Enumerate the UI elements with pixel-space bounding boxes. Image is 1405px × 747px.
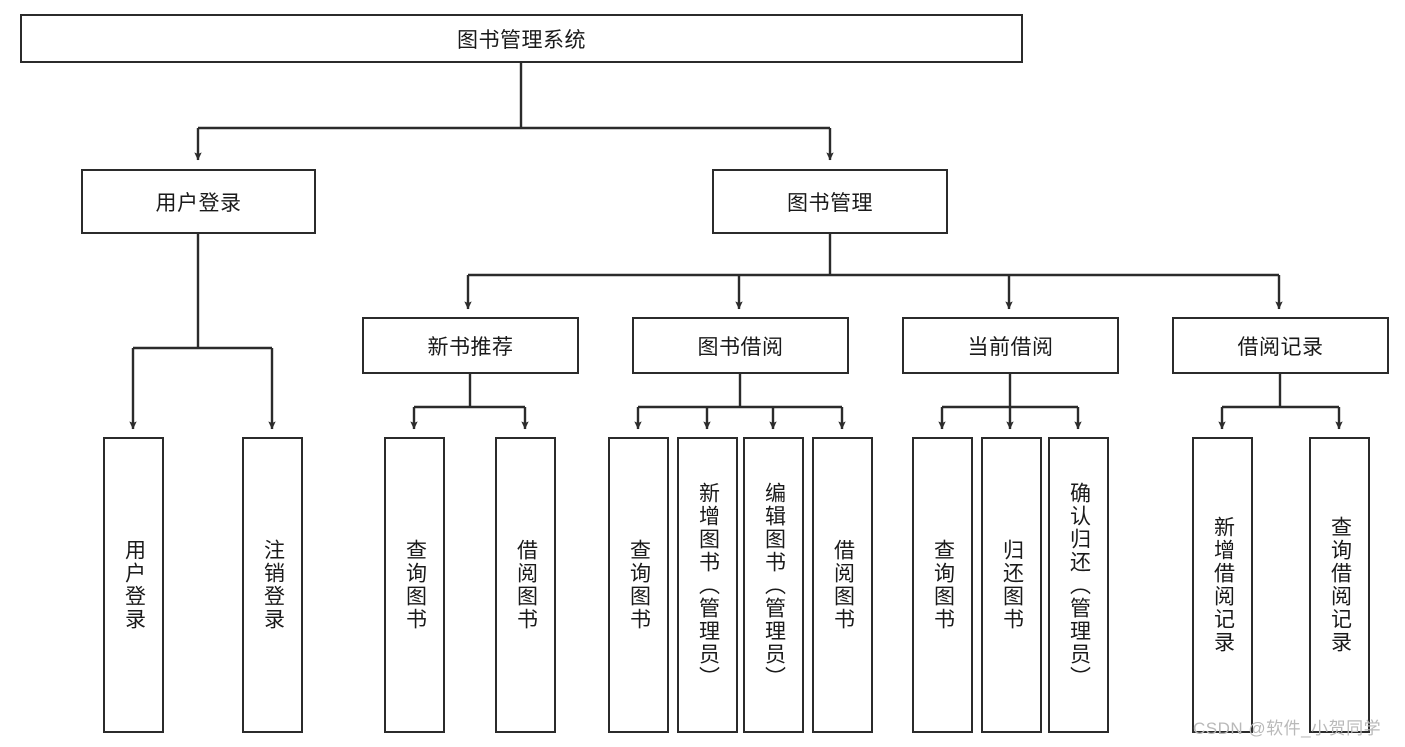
node-label: 确认归还（管理员）	[1067, 481, 1091, 689]
node-label: 查询图书	[403, 539, 427, 631]
node-label: 查询图书	[931, 539, 955, 631]
node-user-login[interactable]: 用户登录	[81, 169, 316, 234]
node-leaf-return-book[interactable]: 归还图书	[981, 437, 1042, 733]
node-label: 图书管理	[787, 191, 873, 215]
node-label: 借阅记录	[1237, 335, 1324, 359]
node-borrow-record[interactable]: 借阅记录	[1172, 317, 1389, 374]
node-leaf-query-book-1[interactable]: 查询图书	[384, 437, 445, 733]
node-leaf-user-login[interactable]: 用户登录	[103, 437, 164, 733]
node-label: 编辑图书（管理员）	[762, 481, 786, 689]
node-leaf-query-book-2[interactable]: 查询图书	[608, 437, 669, 733]
node-current-borrow[interactable]: 当前借阅	[902, 317, 1119, 374]
node-label: 新增图书（管理员）	[696, 481, 720, 689]
node-leaf-confirm-return[interactable]: 确认归还（管理员）	[1048, 437, 1109, 733]
node-label: 当前借阅	[967, 335, 1054, 359]
node-label: 注销登录	[261, 539, 285, 631]
node-new-book-recommend[interactable]: 新书推荐	[362, 317, 579, 374]
node-root-system[interactable]: 图书管理系统	[20, 14, 1023, 63]
node-label: 查询图书	[627, 539, 651, 631]
node-leaf-edit-book[interactable]: 编辑图书（管理员）	[743, 437, 804, 733]
node-leaf-query-record[interactable]: 查询借阅记录	[1309, 437, 1370, 733]
node-label: 归还图书	[1000, 539, 1024, 631]
csdn-watermark: CSDN @软件_小贺同学	[1193, 719, 1382, 738]
node-label: 借阅图书	[514, 539, 538, 631]
node-leaf-query-book-3[interactable]: 查询图书	[912, 437, 973, 733]
node-leaf-borrow-book-2[interactable]: 借阅图书	[812, 437, 873, 733]
node-label: 新增借阅记录	[1211, 516, 1235, 654]
node-book-management[interactable]: 图书管理	[712, 169, 948, 234]
node-leaf-borrow-book-1[interactable]: 借阅图书	[495, 437, 556, 733]
node-label: 图书管理系统	[457, 28, 586, 52]
node-book-borrow[interactable]: 图书借阅	[632, 317, 849, 374]
node-label: 用户登录	[122, 539, 146, 631]
node-label: 用户登录	[155, 191, 242, 215]
node-label: 查询借阅记录	[1328, 516, 1352, 654]
node-label: 借阅图书	[831, 539, 855, 631]
node-leaf-logout-login[interactable]: 注销登录	[242, 437, 303, 733]
node-leaf-add-record[interactable]: 新增借阅记录	[1192, 437, 1253, 733]
node-label: 图书借阅	[697, 335, 784, 359]
node-label: 新书推荐	[427, 335, 514, 359]
node-leaf-add-book[interactable]: 新增图书（管理员）	[677, 437, 738, 733]
